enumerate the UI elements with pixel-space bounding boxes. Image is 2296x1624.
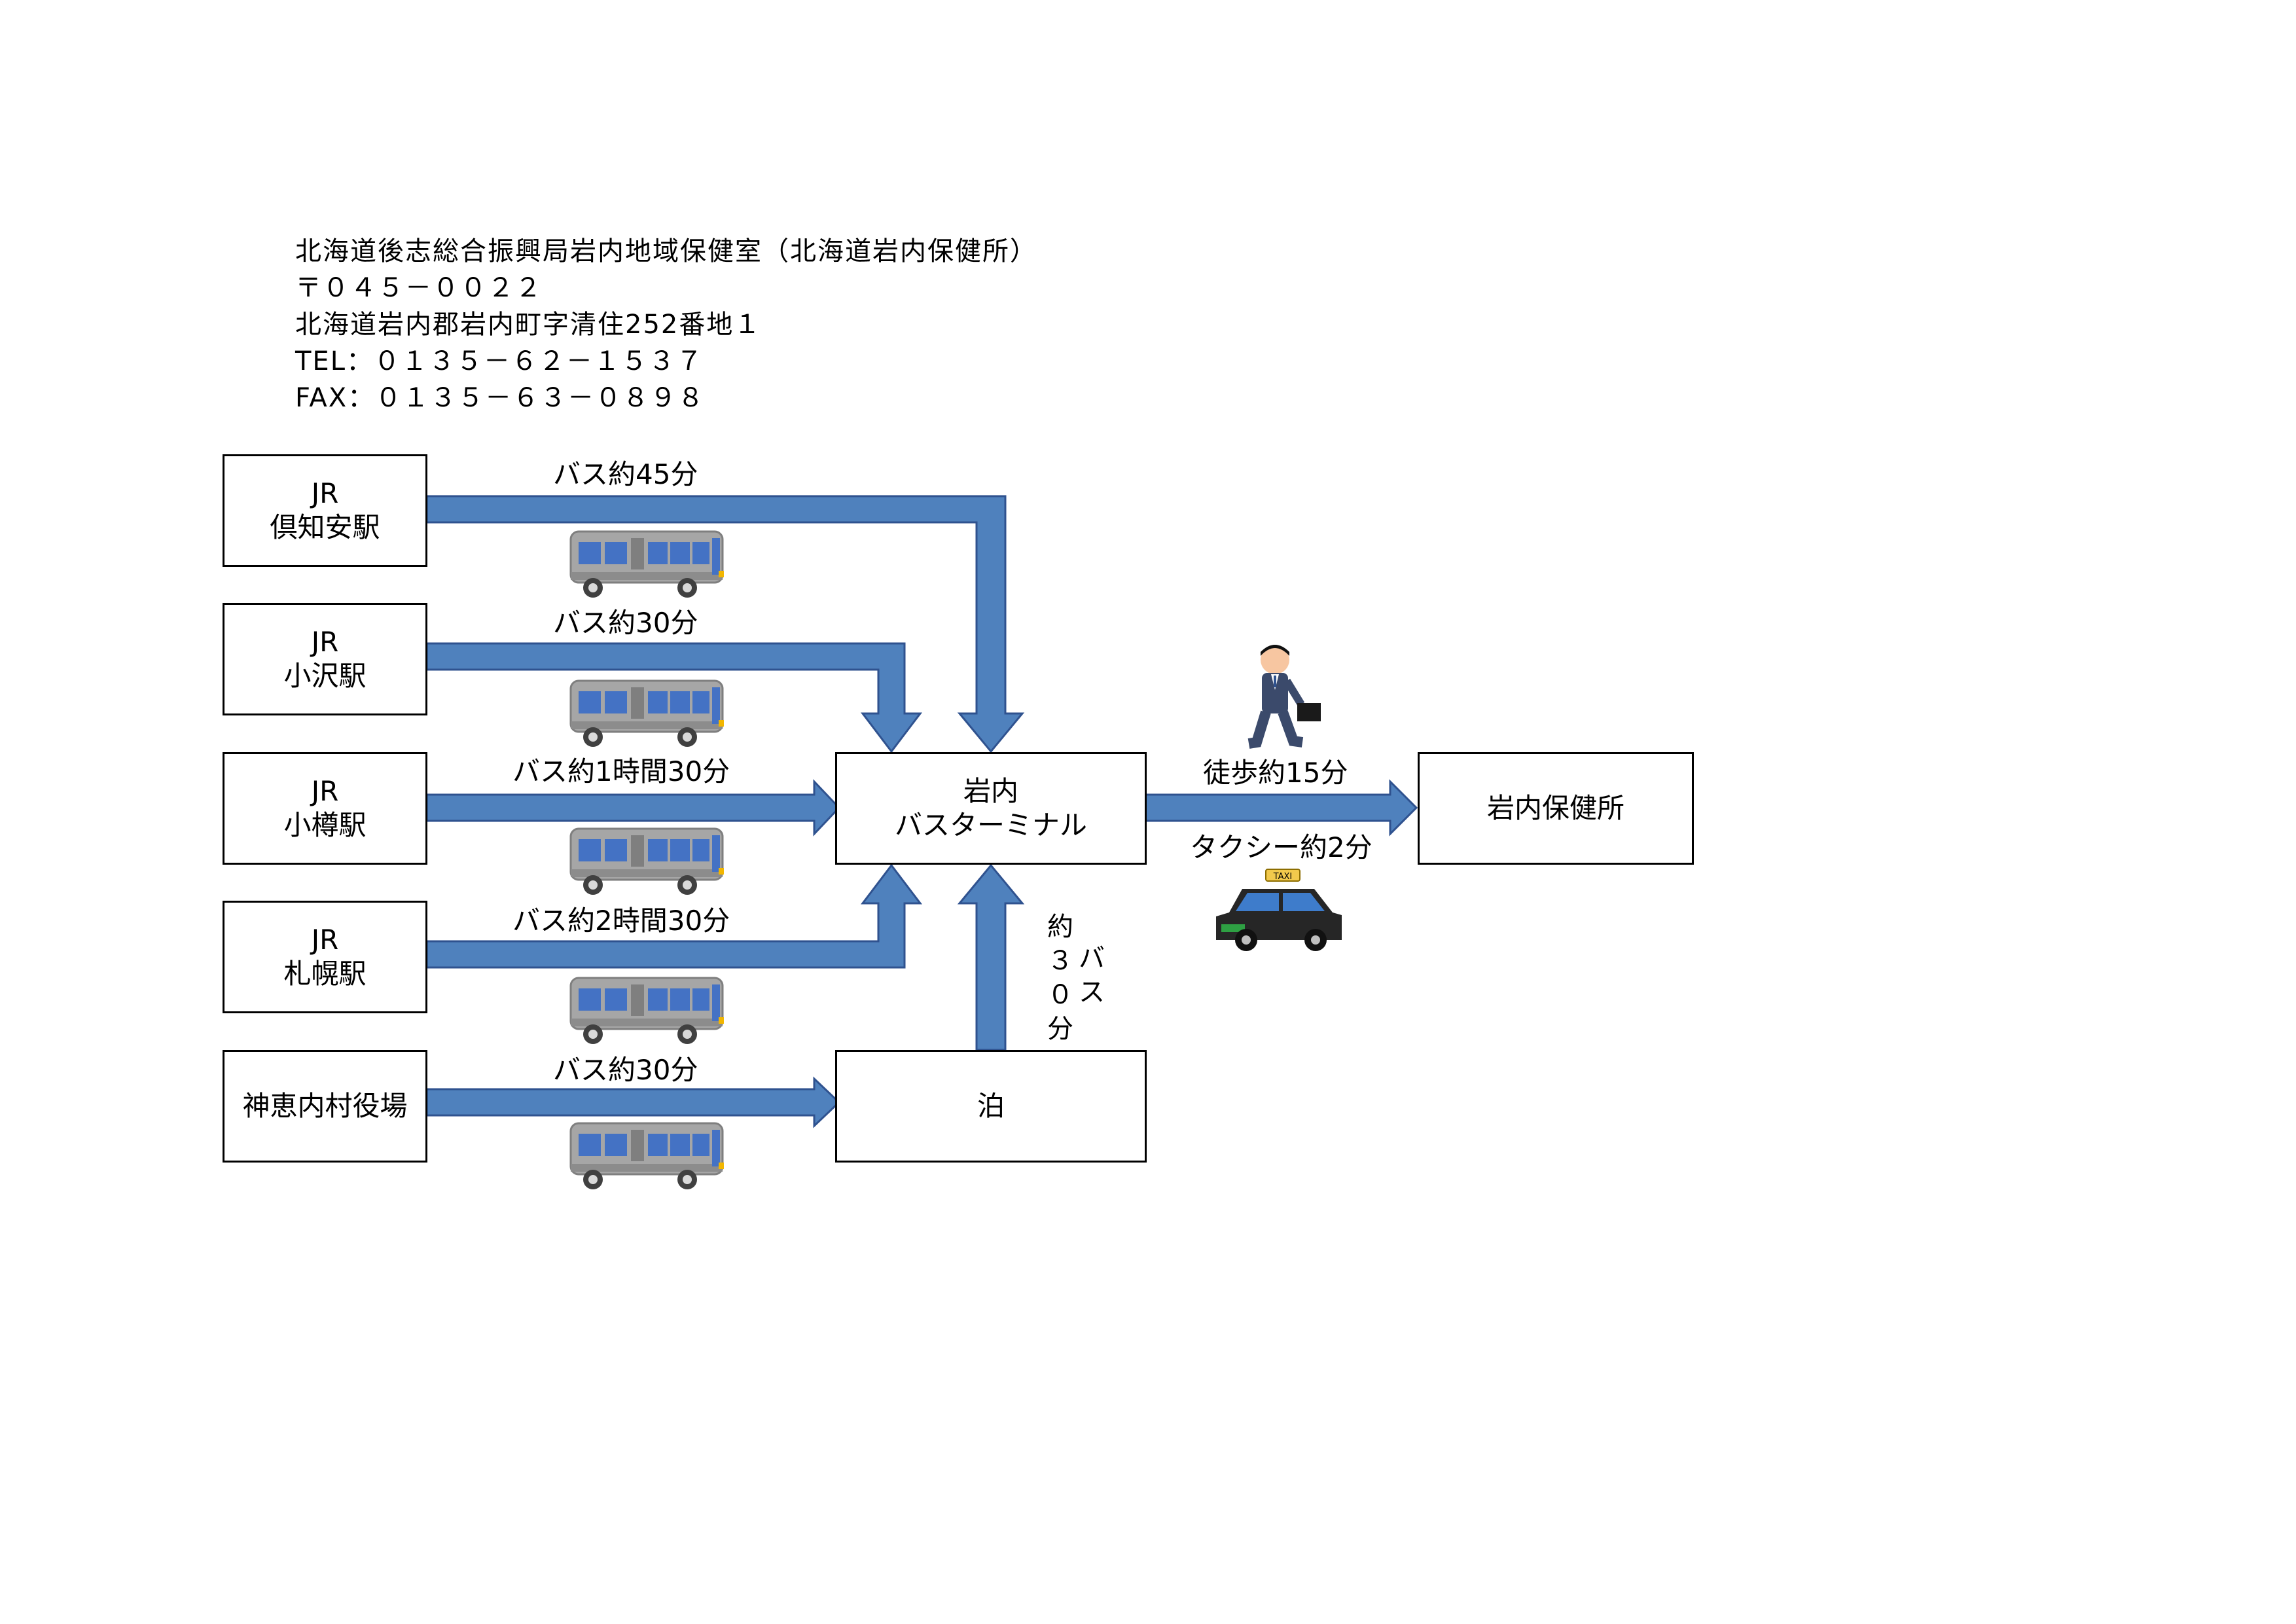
arrow-tomari [957, 863, 1025, 1051]
bus-icon [569, 530, 725, 599]
arrow-kutchan [425, 495, 1025, 753]
station-sapporo: JR 札幌駅 [223, 901, 427, 1013]
station-kutchan: JR 倶知安駅 [223, 454, 427, 567]
bus-icon [569, 827, 725, 896]
route-label-sapporo: バス約2時間30分 [512, 905, 730, 937]
header-postal: 〒０４５－００２２ [295, 273, 543, 303]
arrow-kozawa [425, 642, 923, 753]
station-otaru: JR 小樽駅 [223, 752, 427, 865]
health-center-label: 岩内保健所 [1486, 792, 1624, 824]
bus-icon [569, 977, 725, 1045]
taxi-icon: TAXI [1216, 869, 1342, 951]
station-kozawa-line2: 小沢駅 [283, 660, 367, 692]
station-kamoenai: 神恵内村役場 [223, 1050, 427, 1163]
svg-text:TAXI: TAXI [1273, 872, 1293, 882]
route-label-kamoenai: バス約30分 [553, 1054, 698, 1086]
header-fax: FAX：０１３５－６３－０８９８ [295, 383, 706, 413]
bus-icon [569, 679, 725, 748]
station-kamoenai-line1: 神恵内村役場 [242, 1090, 408, 1122]
route-label-otaru: バス約1時間30分 [512, 755, 730, 787]
station-kozawa-line1: JR [311, 626, 339, 658]
route-label-tomari-col1: バ ス [1079, 943, 1105, 1007]
station-kutchan-line1: JR [311, 477, 339, 509]
station-kutchan-line2: 倶知安駅 [270, 511, 380, 543]
station-otaru-line2: 小樽駅 [283, 809, 367, 841]
station-kozawa: JR 小沢駅 [223, 603, 427, 715]
terminal-line1: 岩内 [963, 775, 1018, 807]
arrow-destination [1144, 779, 1418, 837]
tomari-box: 泊 [835, 1050, 1147, 1163]
tomari-label: 泊 [977, 1090, 1005, 1122]
arrow-kamoenai [425, 1076, 841, 1128]
station-sapporo-line2: 札幌駅 [283, 958, 367, 990]
station-sapporo-line1: JR [311, 924, 339, 956]
header-address: 北海道岩内郡岩内町字清住252番地１ [295, 310, 762, 340]
header-org: 北海道後志総合振興局岩内地域保健室（北海道岩内保健所） [295, 236, 1037, 266]
header-tel: TEL：０１３５－６２－１５３７ [295, 346, 704, 376]
bus-icon [569, 1122, 725, 1191]
walking-businessman-icon [1247, 645, 1321, 749]
iwanai-bus-terminal: 岩内 バスターミナル [835, 752, 1147, 865]
arrow-otaru [425, 779, 841, 837]
arrow-sapporo [425, 863, 923, 969]
route-label-walk: 徒歩約15分 [1203, 757, 1348, 789]
route-label-kozawa: バス約30分 [553, 607, 698, 639]
station-otaru-line1: JR [311, 775, 339, 807]
route-label-tomari-col2: 約 ３ ０ 分 [1047, 912, 1073, 1044]
route-label-kutchan: バス約45分 [553, 458, 698, 490]
terminal-line2: バスターミナル [894, 809, 1087, 841]
health-center-box: 岩内保健所 [1418, 752, 1694, 865]
route-label-taxi: タクシー約2分 [1190, 831, 1372, 863]
